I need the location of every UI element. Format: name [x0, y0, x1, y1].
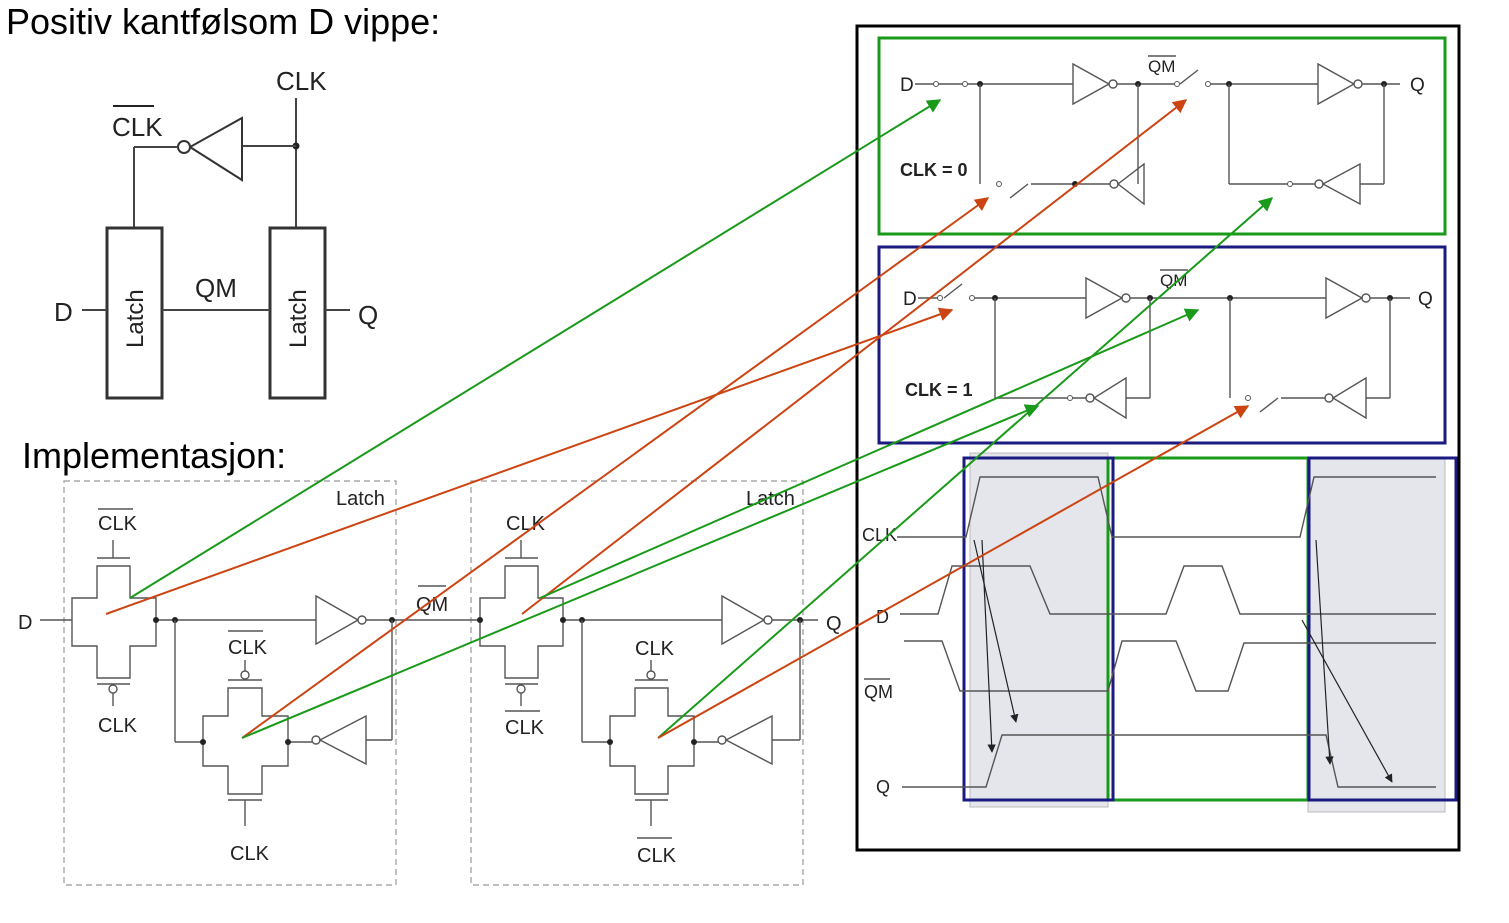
- block-clk-bar-label: CLK: [112, 112, 163, 142]
- clk1-state-label: CLK = 1: [905, 380, 973, 400]
- impl-tg-2-top-label: CLK: [228, 637, 268, 659]
- clk0-d-label: D: [900, 75, 914, 96]
- block-q-label: Q: [358, 300, 378, 330]
- clk0-q-label: Q: [1410, 75, 1425, 96]
- implementation-schematic: Latch Latch D CLK CLK QM CLK CLK: [18, 480, 842, 886]
- impl-latch-2-title: Latch: [746, 488, 795, 510]
- qm-waveform: [904, 640, 1436, 692]
- impl-tg-2: [202, 687, 289, 795]
- arrow-green-1: [129, 99, 942, 599]
- block-latch-1-label: Latch: [122, 289, 149, 348]
- block-latch-2: [268, 226, 327, 400]
- block-d-label: D: [54, 297, 73, 327]
- impl-tg-4-top-label: CLK: [635, 638, 675, 660]
- arrow-red-3: [521, 99, 1188, 615]
- clk1-qm-label: QM: [1160, 271, 1187, 290]
- impl-tg-1-bottom-label: CLK: [98, 715, 138, 737]
- block-inverter: [188, 116, 243, 182]
- impl-tg-4: [609, 687, 695, 795]
- clk-waveform: [897, 476, 1436, 538]
- impl-tg-3-top-label: CLK: [506, 513, 546, 535]
- clk1-d-label: D: [903, 289, 917, 310]
- clk1-q-label: Q: [1418, 289, 1433, 310]
- arrow-green-2: [241, 404, 1040, 739]
- impl-latch-1-title: Latch: [336, 488, 385, 510]
- timing-clk-label: CLK: [862, 525, 897, 545]
- impl-latch-2-box: [470, 480, 804, 886]
- timing-diagram: CLK D QM Q: [862, 452, 1458, 813]
- impl-tg-3-bottom-label: CLK: [505, 717, 545, 739]
- impl-d-label: D: [18, 612, 32, 634]
- block-latch-2-label: Latch: [285, 289, 312, 348]
- block-qm-label: QM: [195, 273, 237, 303]
- impl-tg-1-top-label: CLK: [98, 513, 138, 535]
- impl-tg-3: [479, 565, 564, 679]
- arrow-red-4: [657, 405, 1250, 739]
- page-title: Positiv kantfølsom D vippe:: [6, 1, 440, 42]
- impl-tg-4-bottom-label: CLK: [637, 845, 677, 867]
- clk0-qm-label: QM: [1148, 57, 1175, 76]
- implementation-title: Implementasjon:: [22, 435, 286, 476]
- q-waveform: [902, 734, 1436, 788]
- impl-q-label: Q: [826, 613, 842, 635]
- clk0-state-label: CLK = 0: [900, 160, 968, 180]
- impl-tg-2-bottom-label: CLK: [230, 843, 270, 865]
- impl-latch-1-box: [63, 480, 397, 886]
- state-clk0-panel: D QM Q CLK = 0: [877, 36, 1447, 236]
- timing-q-label: Q: [876, 777, 890, 797]
- block-clk-label: CLK: [276, 66, 327, 96]
- arrow-green-3: [539, 308, 1200, 599]
- arrow-red-2: [241, 197, 990, 739]
- block-diagram: CLK CLK Latch Latch D QM Q: [54, 66, 378, 400]
- connector-arrows: [105, 99, 1274, 739]
- arrow-red-1: [105, 307, 954, 615]
- state-clk1-panel: D QM Q CLK = 1: [877, 245, 1447, 445]
- block-latch-1: [105, 226, 164, 400]
- right-frame: [855, 24, 1461, 852]
- impl-tg-1: [71, 565, 157, 679]
- timing-qm-label: QM: [864, 682, 893, 702]
- d-waveform: [900, 565, 1436, 615]
- timing-d-label: D: [876, 607, 889, 627]
- arrow-green-4: [657, 197, 1274, 739]
- impl-qm-label: QM: [416, 594, 448, 616]
